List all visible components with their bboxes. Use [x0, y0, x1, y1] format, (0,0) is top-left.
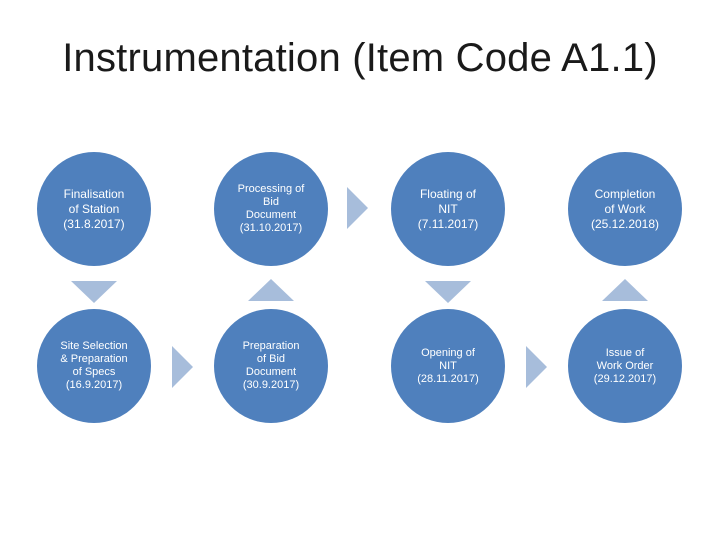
- node-preparation-of-bid-document: Preparation of Bid Document (30.9.2017): [214, 309, 328, 423]
- node-issue-of-work-order: Issue of Work Order (29.12.2017): [568, 309, 682, 423]
- arrow-down-icon: [425, 281, 471, 303]
- node-line: (7.11.2017): [417, 216, 479, 231]
- node-line: Site Selection: [60, 340, 128, 352]
- node-line: Completion: [594, 186, 656, 201]
- node-line: of Station: [68, 201, 120, 216]
- arrow-up-icon: [248, 279, 294, 301]
- node-line: of Bid: [256, 353, 286, 365]
- node-opening-of-nit: Opening of NIT (28.11.2017): [391, 309, 505, 423]
- node-line: NIT: [438, 201, 458, 216]
- node-line: (29.12.2017): [593, 372, 657, 385]
- node-line: NIT: [439, 359, 457, 372]
- node-line: of Work: [604, 201, 646, 216]
- node-line: Floating of: [419, 186, 477, 201]
- arrow-right-icon: [172, 346, 193, 388]
- slide-title: Instrumentation (Item Code A1.1): [62, 36, 658, 80]
- node-line: Work Order: [596, 359, 654, 372]
- node-line: (30.9.2017): [242, 379, 300, 391]
- arrow-down-icon: [71, 281, 117, 303]
- node-floating-of-nit: Floating of NIT (7.11.2017): [391, 152, 505, 266]
- node-line: Bid: [263, 196, 279, 208]
- arrow-right-icon: [526, 346, 547, 388]
- arrow-up-icon: [602, 279, 648, 301]
- node-line: Preparation: [242, 340, 300, 352]
- arrow-right-icon: [347, 187, 368, 229]
- node-line: Document: [245, 209, 297, 221]
- node-line: Finalisation: [63, 186, 125, 201]
- node-line: (16.9.2017): [65, 379, 123, 391]
- node-line: (25.12.2018): [590, 216, 660, 231]
- node-line: Processing of: [237, 183, 305, 195]
- node-finalisation-of-station: Finalisation of Station (31.8.2017): [37, 152, 151, 266]
- node-line: of Specs: [72, 366, 116, 378]
- node-line: Issue of: [605, 346, 645, 359]
- node-processing-of-bid-document: Processing of Bid Document (31.10.2017): [214, 152, 328, 266]
- node-line: Opening of: [421, 346, 475, 359]
- node-line: (31.10.2017): [239, 222, 303, 234]
- node-completion-of-work: Completion of Work (25.12.2018): [568, 152, 682, 266]
- node-line: (28.11.2017): [417, 372, 479, 385]
- node-line: (31.8.2017): [63, 216, 125, 231]
- node-line: & Preparation: [60, 353, 128, 365]
- node-line: Document: [245, 366, 297, 378]
- node-site-selection: Site Selection & Preparation of Specs (1…: [37, 309, 151, 423]
